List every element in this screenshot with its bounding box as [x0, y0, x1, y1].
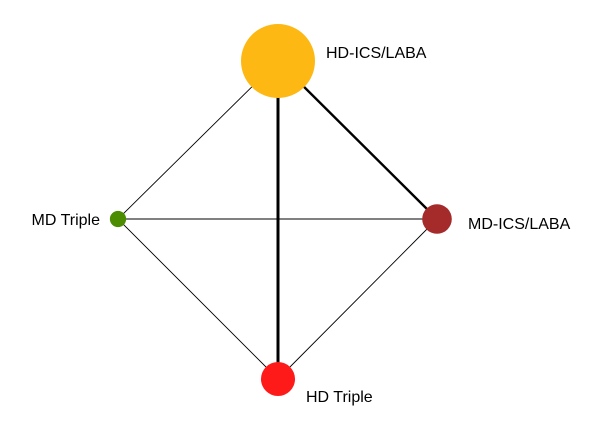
edge-md_triple-hd_triple	[117, 218, 279, 380]
edge-md_ics_laba-hd_triple	[277, 218, 438, 380]
edge-hd_ics_laba-md_ics_laba	[276, 59, 439, 221]
node-hd_triple	[260, 361, 296, 397]
network-edges	[117, 59, 439, 381]
node-label-md_ics_laba: MD-ICS/LABA	[468, 216, 571, 233]
network-labels: HD-ICS/LABA MD-ICS/LABA MD Triple HD Triple	[32, 45, 571, 406]
node-md_ics_laba	[422, 204, 452, 234]
node-hd_ics_laba	[241, 24, 315, 98]
node-label-md_triple: MD Triple	[32, 212, 101, 229]
network-nodes	[109, 24, 452, 397]
node-label-hd_triple: HD Triple	[306, 389, 373, 406]
node-label-hd_ics_laba: HD-ICS/LABA	[326, 45, 427, 62]
node-md_triple	[109, 210, 127, 228]
edge-hd_ics_laba-md_triple	[117, 60, 279, 220]
